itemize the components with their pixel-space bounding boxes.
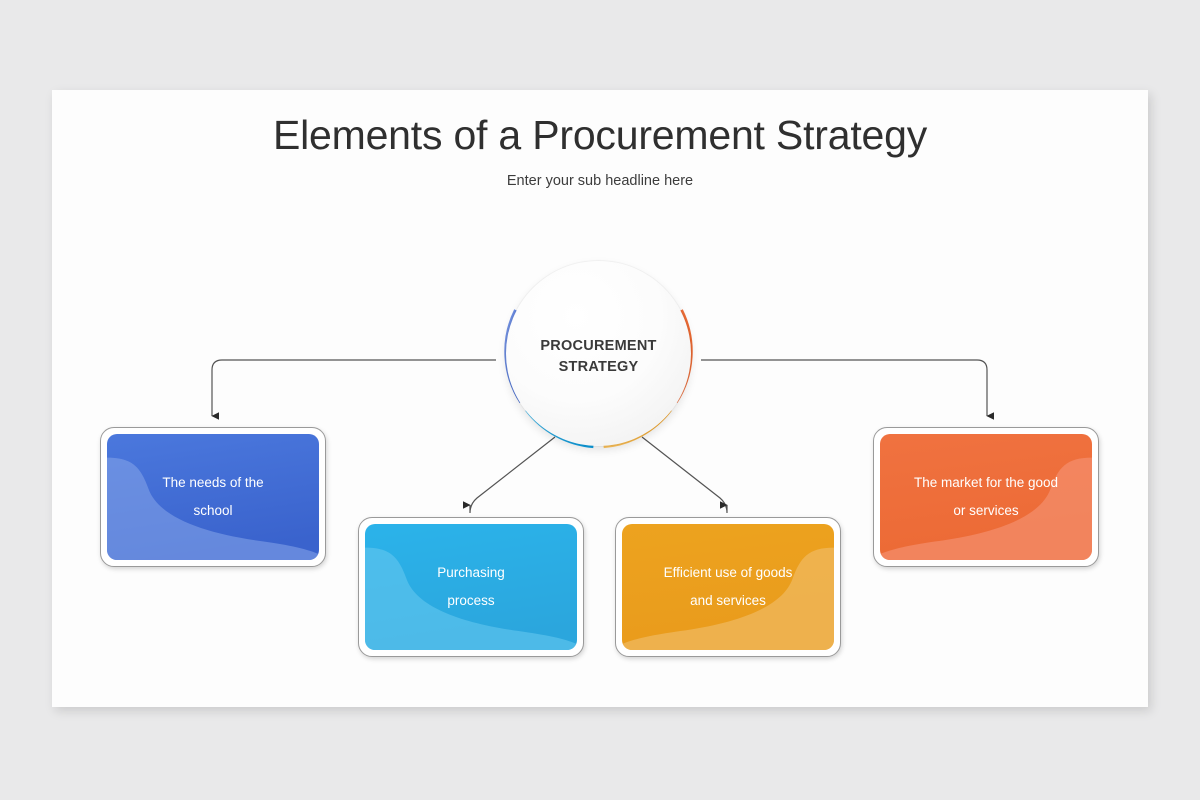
card-body: The market for the good or services <box>880 434 1092 560</box>
card-body: Purchasing process <box>365 524 577 650</box>
card-body: The needs of the school <box>107 434 319 560</box>
card-wave-graphic <box>622 524 834 650</box>
slide-canvas: Elements of a Procurement Strategy Enter… <box>52 90 1148 707</box>
card-text-line2: and services <box>690 593 766 608</box>
card-purchasing-process[interactable]: Purchasing process <box>358 517 584 657</box>
hub-node[interactable]: PROCUREMENT STRATEGY <box>496 251 701 456</box>
connector-right <box>701 359 994 420</box>
card-text-line1: Efficient use of goods <box>663 565 793 581</box>
hub-label-line1: PROCUREMENT <box>540 337 657 354</box>
card-wave-graphic <box>880 434 1092 560</box>
connector-left <box>211 359 496 420</box>
hub-label: PROCUREMENT STRATEGY <box>506 336 691 377</box>
card-wave-graphic <box>365 524 577 650</box>
page-subtitle: Enter your sub headline here <box>506 173 694 189</box>
connector-inner-right <box>641 436 728 514</box>
card-body: Efficient use of goods and services <box>622 524 834 650</box>
card-text-line1: The market for the good <box>913 475 1059 491</box>
card-text-line2: school <box>193 503 233 518</box>
page-title: Elements of a Procurement Strategy <box>272 112 928 158</box>
card-needs-of-the-school[interactable]: The needs of the school <box>100 427 326 567</box>
card-text: Efficient use of goods and services <box>622 524 834 650</box>
card-market-for-the-good[interactable]: The market for the good or services <box>873 427 1099 567</box>
card-text: The needs of the school <box>107 434 319 560</box>
card-text: The market for the good or services <box>880 434 1092 560</box>
hub-label-line2: STRATEGY <box>558 358 639 375</box>
hub-disc: PROCUREMENT STRATEGY <box>506 261 691 446</box>
card-text: Purchasing process <box>365 524 577 650</box>
card-text-line1: The needs of the <box>162 475 264 491</box>
card-efficient-use-of-goods[interactable]: Efficient use of goods and services <box>615 517 841 657</box>
card-wave-graphic <box>107 434 319 560</box>
card-text-line1: Purchasing <box>437 565 505 581</box>
card-text-line2: or services <box>953 503 1019 518</box>
card-text-line2: process <box>447 593 495 608</box>
connector-inner-left <box>463 436 556 514</box>
